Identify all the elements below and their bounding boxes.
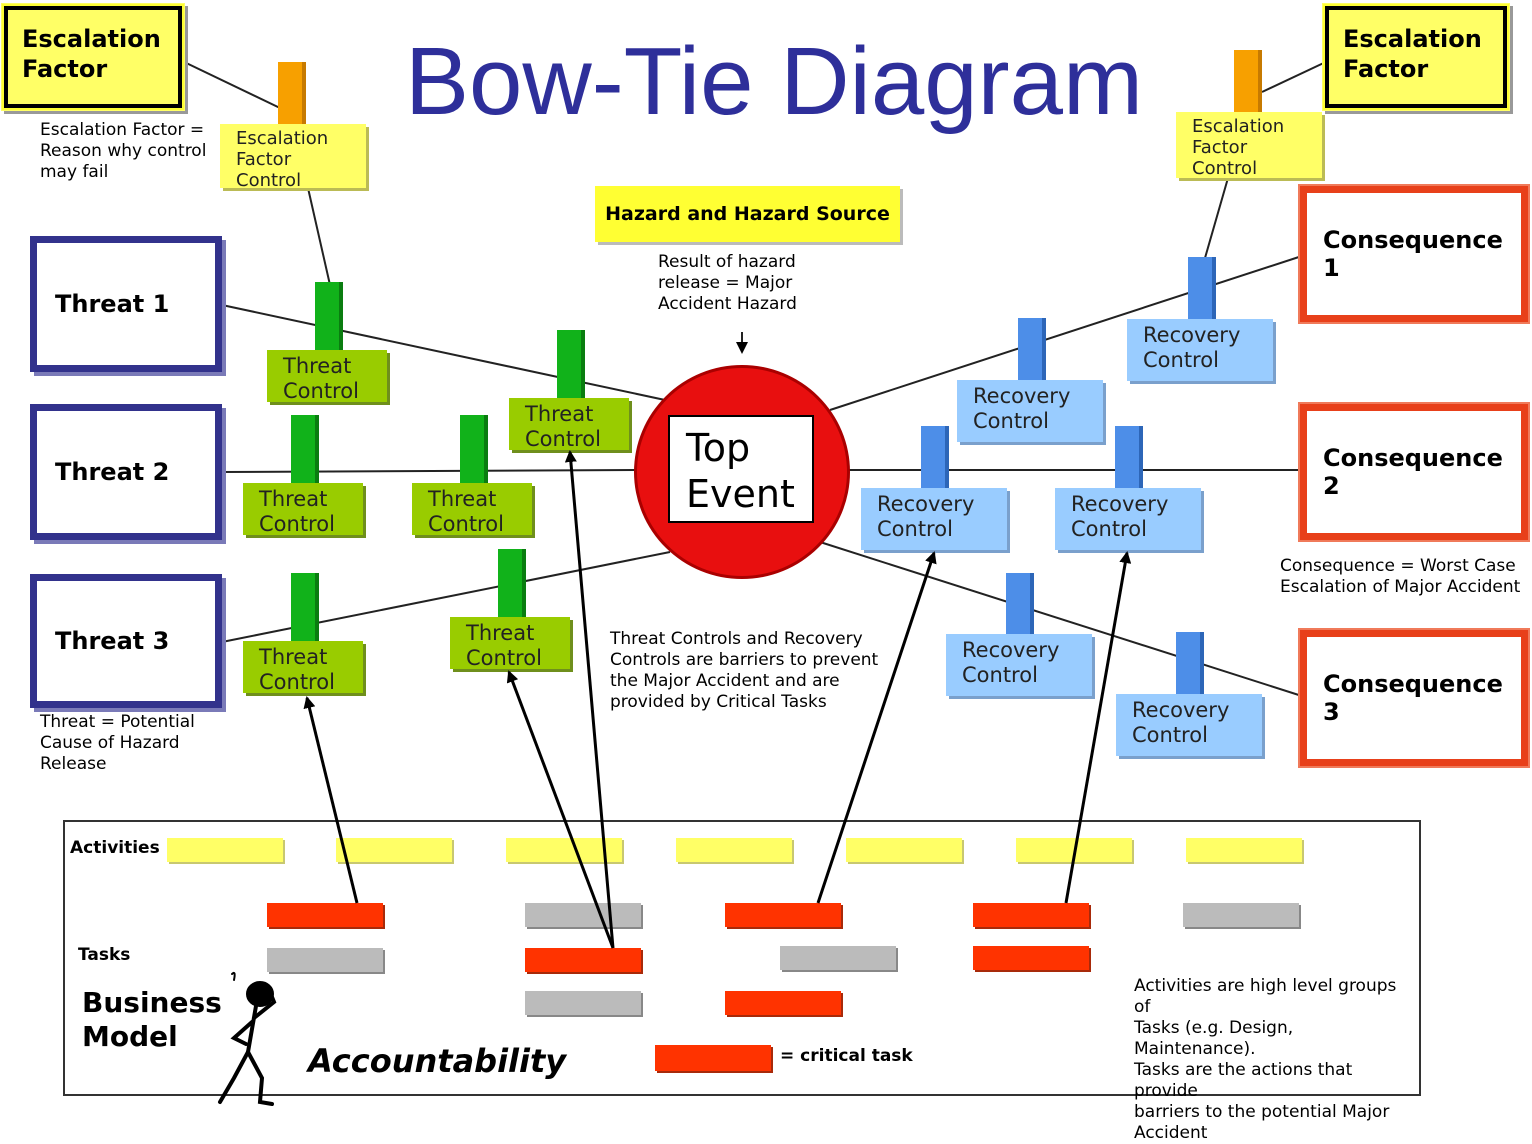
business-model-note: Activities are high level groups of Task…: [1134, 976, 1397, 1143]
recovery-control-bar: [1115, 426, 1143, 490]
threat-control-bar: [498, 549, 526, 619]
recovery-control-bar: [1188, 257, 1216, 321]
thinking-person-icon: [218, 971, 277, 1106]
threat-1-box: Threat 1: [30, 236, 222, 372]
recovery-control-bar: [1018, 318, 1046, 382]
threat-control-2a: Threat Control: [243, 483, 363, 536]
critical-task: [973, 903, 1089, 927]
recovery-control-1b: Recovery Control: [957, 380, 1103, 442]
escalation-link-right: [1204, 177, 1229, 259]
recovery-control-2a: Recovery Control: [861, 488, 1007, 550]
threat-control-bar: [460, 415, 488, 485]
recovery-control-2b: Recovery Control: [1055, 488, 1201, 550]
activity-bar: [167, 838, 283, 862]
threat-1-path: [221, 304, 666, 401]
activity-bar: [1186, 838, 1302, 862]
task: [267, 948, 383, 972]
activity-bar: [506, 838, 622, 862]
hazard-note: Result of hazard release = Major Acciden…: [658, 252, 797, 314]
task: [525, 991, 641, 1015]
critical-task: [973, 946, 1089, 970]
activity-bar: [1016, 838, 1132, 862]
activity-bar: [846, 838, 962, 862]
critical-task: [267, 903, 383, 927]
recovery-control-bar: [921, 426, 949, 490]
controls-note: Threat Controls and Recovery Controls ar…: [610, 629, 879, 712]
escalation-control-bar-left: [278, 62, 306, 126]
threat-control-3b: Threat Control: [450, 617, 570, 670]
threat-control-2b: Threat Control: [412, 483, 532, 536]
threat-control-bar: [291, 573, 319, 643]
activity-bar: [336, 838, 452, 862]
critical-task: [725, 903, 841, 927]
task: [780, 946, 896, 970]
threat-control-bar: [557, 330, 585, 400]
recovery-control-3a: Recovery Control: [946, 634, 1092, 696]
consequence-1-box: Consequence 1: [1300, 186, 1528, 322]
task: [525, 903, 641, 927]
recovery-control-3b: Recovery Control: [1116, 694, 1262, 756]
threat-2-box: Threat 2: [30, 404, 222, 540]
escalation-control-bar-right: [1234, 50, 1262, 114]
consequence-1-path: [829, 254, 1306, 411]
threat-3-box: Threat 3: [30, 574, 222, 708]
tasks-label: Tasks: [78, 945, 131, 965]
consequence-2-box: Consequence 2: [1300, 404, 1528, 540]
escalation-connector-right: [1261, 59, 1331, 93]
threat-3-path: [221, 551, 671, 643]
legend-critical-task-swatch: [655, 1045, 771, 1071]
threat-control-1b: Threat Control: [509, 398, 629, 451]
threat-control-bar: [291, 415, 319, 485]
consequence-3-box: Consequence 3: [1300, 630, 1528, 766]
recovery-control-bar: [1006, 573, 1034, 637]
activity-bar: [676, 838, 792, 862]
escalation-control-left: Escalation Factor Control: [220, 124, 366, 191]
escalation-control-right: Escalation Factor Control: [1176, 112, 1322, 179]
legend-critical-task-label: = critical task: [780, 1046, 913, 1066]
escalation-factor-left: Escalation Factor: [2, 4, 184, 110]
consequence-definition: Consequence = Worst Case Escalation of M…: [1280, 556, 1521, 597]
threat-2-path: [221, 469, 641, 473]
task: [1183, 903, 1299, 927]
recovery-control-1a: Recovery Control: [1127, 319, 1273, 381]
top-event-label: Top Event: [668, 415, 814, 523]
accountability-label: Accountability: [308, 1042, 567, 1080]
recovery-control-bar: [1176, 632, 1204, 696]
critical-task: [725, 991, 841, 1015]
threat-control-bar: [315, 282, 343, 352]
threat-control-3a: Threat Control: [243, 641, 363, 694]
threat-control-1a: Threat Control: [267, 350, 387, 403]
hazard-source-box: Hazard and Hazard Source: [595, 186, 900, 242]
activities-label: Activities: [70, 838, 160, 858]
business-model-title: Business Model: [82, 986, 222, 1053]
escalation-definition: Escalation Factor = Reason why control m…: [40, 120, 207, 182]
diagram-title: Bow-Tie Diagram: [405, 28, 1143, 135]
critical-task: [525, 948, 641, 972]
escalation-factor-right: Escalation Factor: [1323, 4, 1509, 110]
escalation-connector-left: [179, 59, 281, 109]
threat-definition: Threat = Potential Cause of Hazard Relea…: [40, 712, 195, 774]
escalation-link-left: [307, 187, 331, 286]
